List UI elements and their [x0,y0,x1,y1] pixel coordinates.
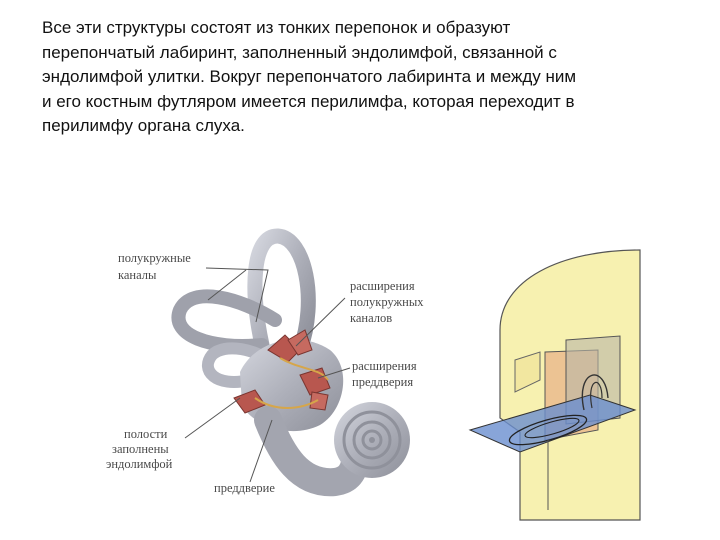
label-line: полукружных [350,295,424,309]
label-line: полости [124,427,168,441]
label-line: преддверия [352,375,413,389]
head-planes-diagram [468,249,641,521]
label-line: каналов [350,311,392,325]
label-line: полукружные [118,251,191,265]
label-vestibule-ampullae: расширения преддверия [352,359,420,389]
label-line: заполнены [112,442,169,456]
pointer-lines [184,267,351,483]
paragraph-line: перепончатый лабиринт, заполненный эндол… [42,42,557,62]
paragraph-line: Все эти структуры состоят из тонких пере… [42,18,511,37]
paragraph-line: перилимфу органа слуха. [42,116,245,136]
paragraph-line: эндолимфой улитки. Вокруг перепончатого … [42,67,577,87]
label-canal-ampullae: расширения полукружных каналов [350,279,427,325]
label-semicircular-canals: полукружные каналы [118,251,194,282]
label-line: эндолимфой [106,457,173,471]
membranous-ampullae [233,329,331,414]
label-endolymph-cavities: полости заполнены эндолимфой [106,427,173,471]
paragraph-line: и его костным футляром имеется перилимфа… [42,91,575,111]
label-line: расширения [352,359,417,373]
label-line: расширения [350,279,415,293]
inner-ear-illustration: полукружные каналы расширения полукружны… [106,228,427,497]
main-paragraph: Все эти структуры состоят из тонких пере… [42,16,692,139]
label-line: каналы [118,268,157,282]
label-vestibule: преддверие [214,481,275,495]
